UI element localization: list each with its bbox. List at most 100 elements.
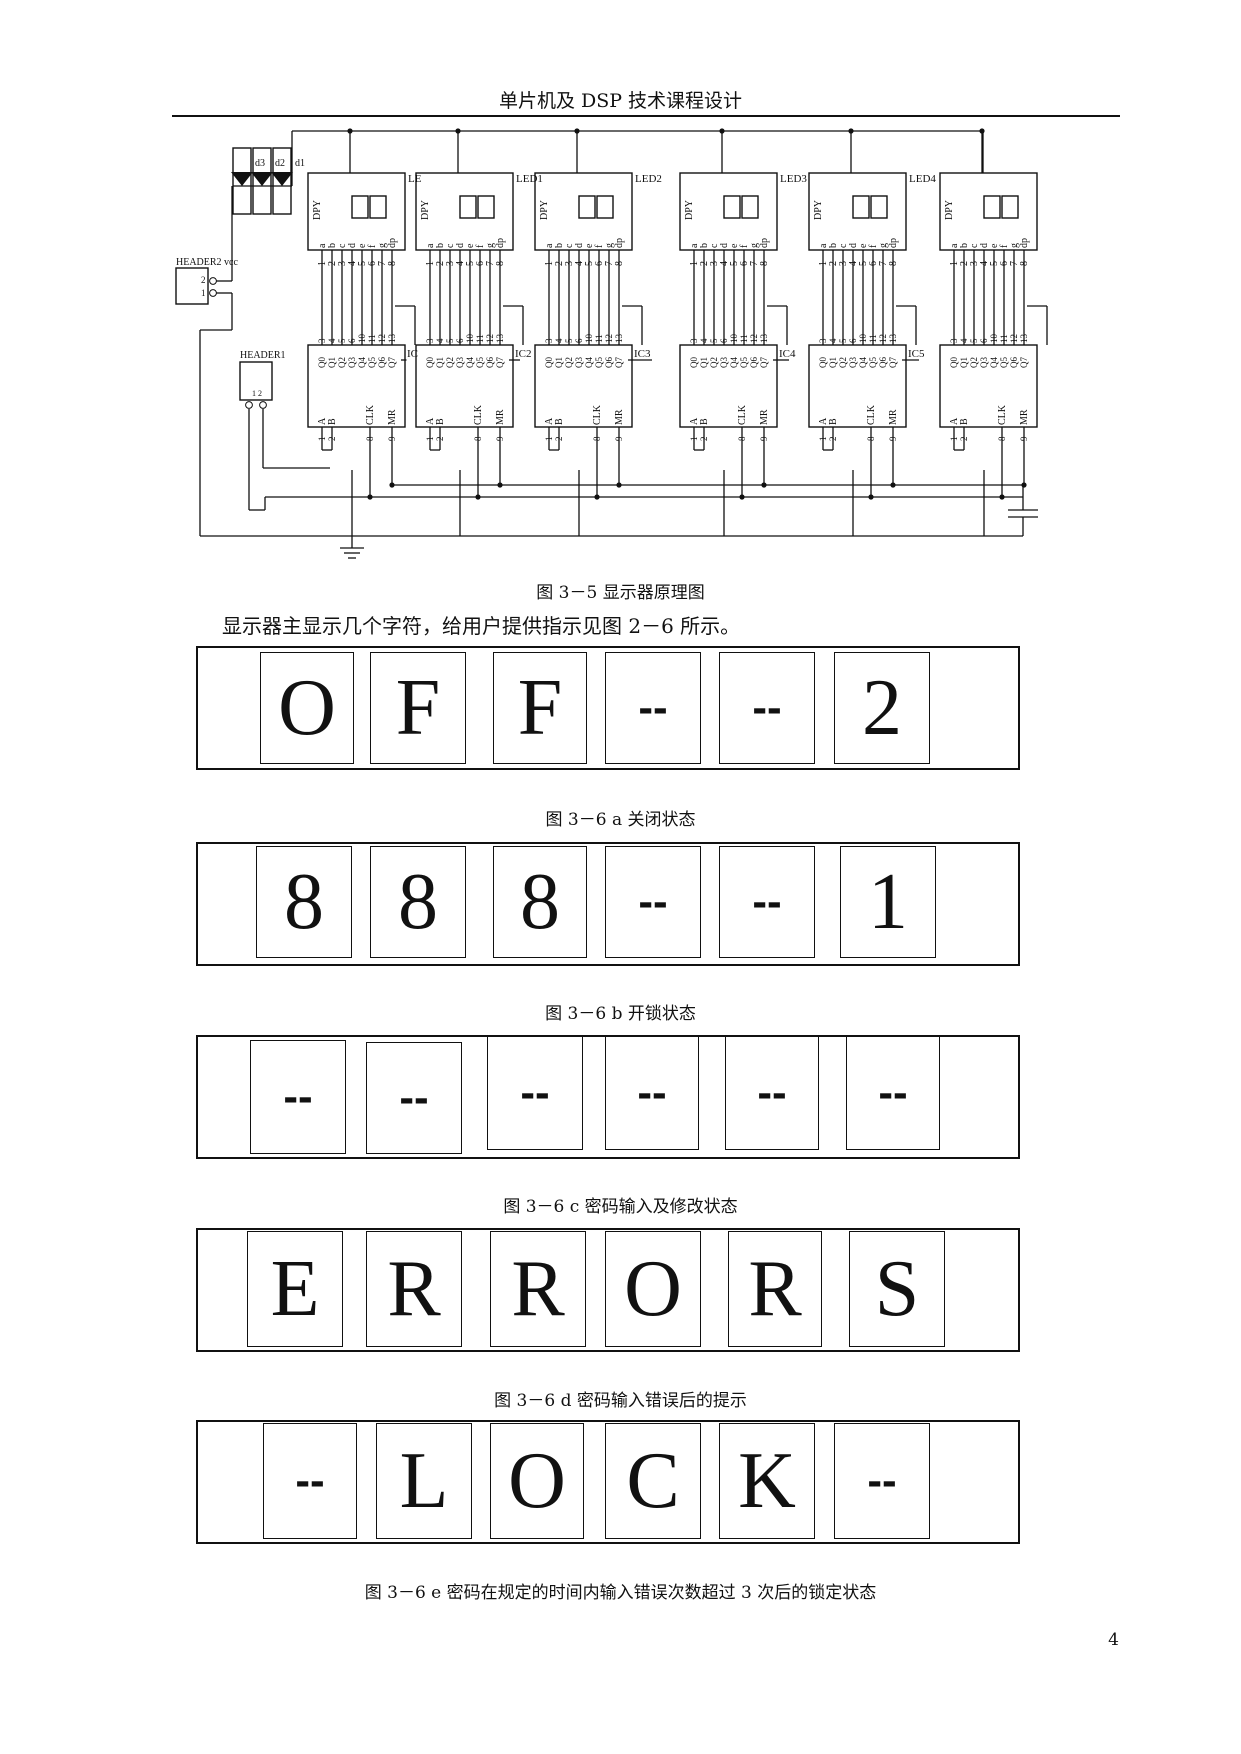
seg-letter: c: [337, 243, 348, 248]
dpy-label: DPY: [539, 200, 550, 220]
dpy-label: DPY: [944, 200, 955, 220]
q-label: Q5: [367, 357, 377, 368]
digit-outline: [741, 195, 759, 219]
q-pin: 11: [594, 334, 604, 343]
led-label: LED4: [909, 173, 936, 185]
seg-letter: dp: [495, 238, 506, 248]
seg-letter: a: [544, 243, 555, 248]
header1-body: [239, 361, 273, 401]
q-pin: 12: [1009, 334, 1019, 343]
q-label: Q6: [377, 357, 387, 368]
q-label: Q3: [347, 357, 357, 368]
q-pin: 5: [564, 338, 574, 343]
figure-3-6a-caption: 图 3－6 a 关闭状态: [545, 810, 696, 830]
q-label: Q6: [604, 357, 614, 368]
seg-letter: c: [564, 243, 575, 248]
seg-letter: e: [357, 243, 368, 248]
display-char-box: L: [376, 1423, 472, 1539]
q-label: Q5: [475, 357, 485, 368]
q-label: Q1: [959, 357, 969, 368]
display-char: O: [624, 1245, 682, 1333]
display-char: --: [520, 1068, 550, 1117]
junction-dot: [455, 128, 461, 134]
display-char-box: 8: [370, 846, 466, 958]
q-pin: 5: [969, 338, 979, 343]
display-char-box: O: [605, 1231, 701, 1347]
display-char: 1: [868, 858, 908, 946]
display-char-box: --: [366, 1042, 462, 1154]
junction-dot: [848, 128, 854, 134]
q-label: Q6: [878, 357, 888, 368]
q-pin: 6: [979, 338, 989, 343]
ctrl-label: B: [435, 418, 446, 425]
q-label: Q7: [888, 357, 898, 368]
seg-letter: g: [1009, 243, 1020, 248]
q-label: Q6: [485, 357, 495, 368]
ctrl-label: A: [425, 417, 436, 425]
header2-body: [175, 267, 209, 305]
q-label: Q7: [1019, 357, 1029, 368]
seg-letter: d: [347, 243, 358, 248]
page-header: 单片机及 DSP 技术课程设计: [498, 90, 743, 112]
junction-dot: [574, 128, 580, 134]
shift-register-ic: [939, 344, 1038, 428]
seg-letter: dp: [1019, 238, 1030, 248]
digit-outline: [1001, 195, 1019, 219]
q-label: Q7: [759, 357, 769, 368]
q-pin: 5: [838, 338, 848, 343]
shift-register-ic: [415, 344, 514, 428]
seg-letter: a: [818, 243, 829, 248]
q-pin: 5: [445, 338, 455, 343]
seg-letter: b: [327, 243, 338, 248]
ctrl-label: A: [818, 417, 829, 425]
dpy-label: DPY: [813, 200, 824, 220]
q-pin: 12: [749, 334, 759, 343]
ctrl-label: MR: [1019, 409, 1030, 425]
q-label: Q7: [495, 357, 505, 368]
display-char: O: [508, 1437, 566, 1525]
q-pin: 11: [367, 334, 377, 343]
seven-seg-display: [939, 172, 1038, 251]
display-char-box: K: [719, 1423, 815, 1539]
q-pin: 6: [848, 338, 858, 343]
display-char-box: O: [260, 652, 354, 764]
q-pin: 13: [387, 334, 397, 344]
display-panel: [196, 1420, 1020, 1544]
display-char: R: [748, 1245, 802, 1333]
seg-letter: e: [584, 243, 595, 248]
q-label: Q6: [749, 357, 759, 368]
seg-letter: e: [858, 243, 869, 248]
display-char: --: [867, 1456, 897, 1505]
q-label: Q1: [327, 357, 337, 368]
ctrl-label: A: [544, 417, 555, 425]
display-char-box: R: [728, 1231, 822, 1347]
q-label: Q6: [1009, 357, 1019, 368]
display-char: O: [278, 664, 336, 752]
q-pin: 4: [828, 338, 838, 343]
display-char-box: 8: [256, 846, 352, 958]
q-label: Q4: [989, 357, 999, 368]
diode-arrow: [231, 172, 253, 186]
seven-seg-display: [679, 172, 778, 251]
q-label: Q4: [584, 357, 594, 368]
seg-letter: f: [999, 244, 1010, 248]
display-char-box: 1: [840, 846, 936, 958]
seg-letter: a: [425, 243, 436, 248]
ctrl-label: CLK: [365, 404, 376, 425]
junction-dot: [719, 128, 725, 134]
q-label: Q2: [969, 357, 979, 368]
ctrl-label: MR: [387, 409, 398, 425]
ctrl-label: CLK: [737, 404, 748, 425]
figure-3-6d-caption: 图 3－6 d 密码输入错误后的提示: [494, 1391, 747, 1411]
q-pin: 3: [425, 338, 435, 343]
ic-label: IC4: [779, 348, 796, 360]
shift-register-ic: [679, 344, 778, 428]
display-char: K: [738, 1437, 796, 1525]
header1-label: HEADER1: [240, 350, 286, 361]
q-label: Q3: [574, 357, 584, 368]
q-pin: 12: [377, 334, 387, 343]
figure-3-6b-caption: 图 3－6 b 开锁状态: [545, 1004, 696, 1024]
seven-seg-display: [534, 172, 633, 251]
ic-label: IC3: [634, 348, 651, 360]
q-label: Q7: [387, 357, 397, 368]
